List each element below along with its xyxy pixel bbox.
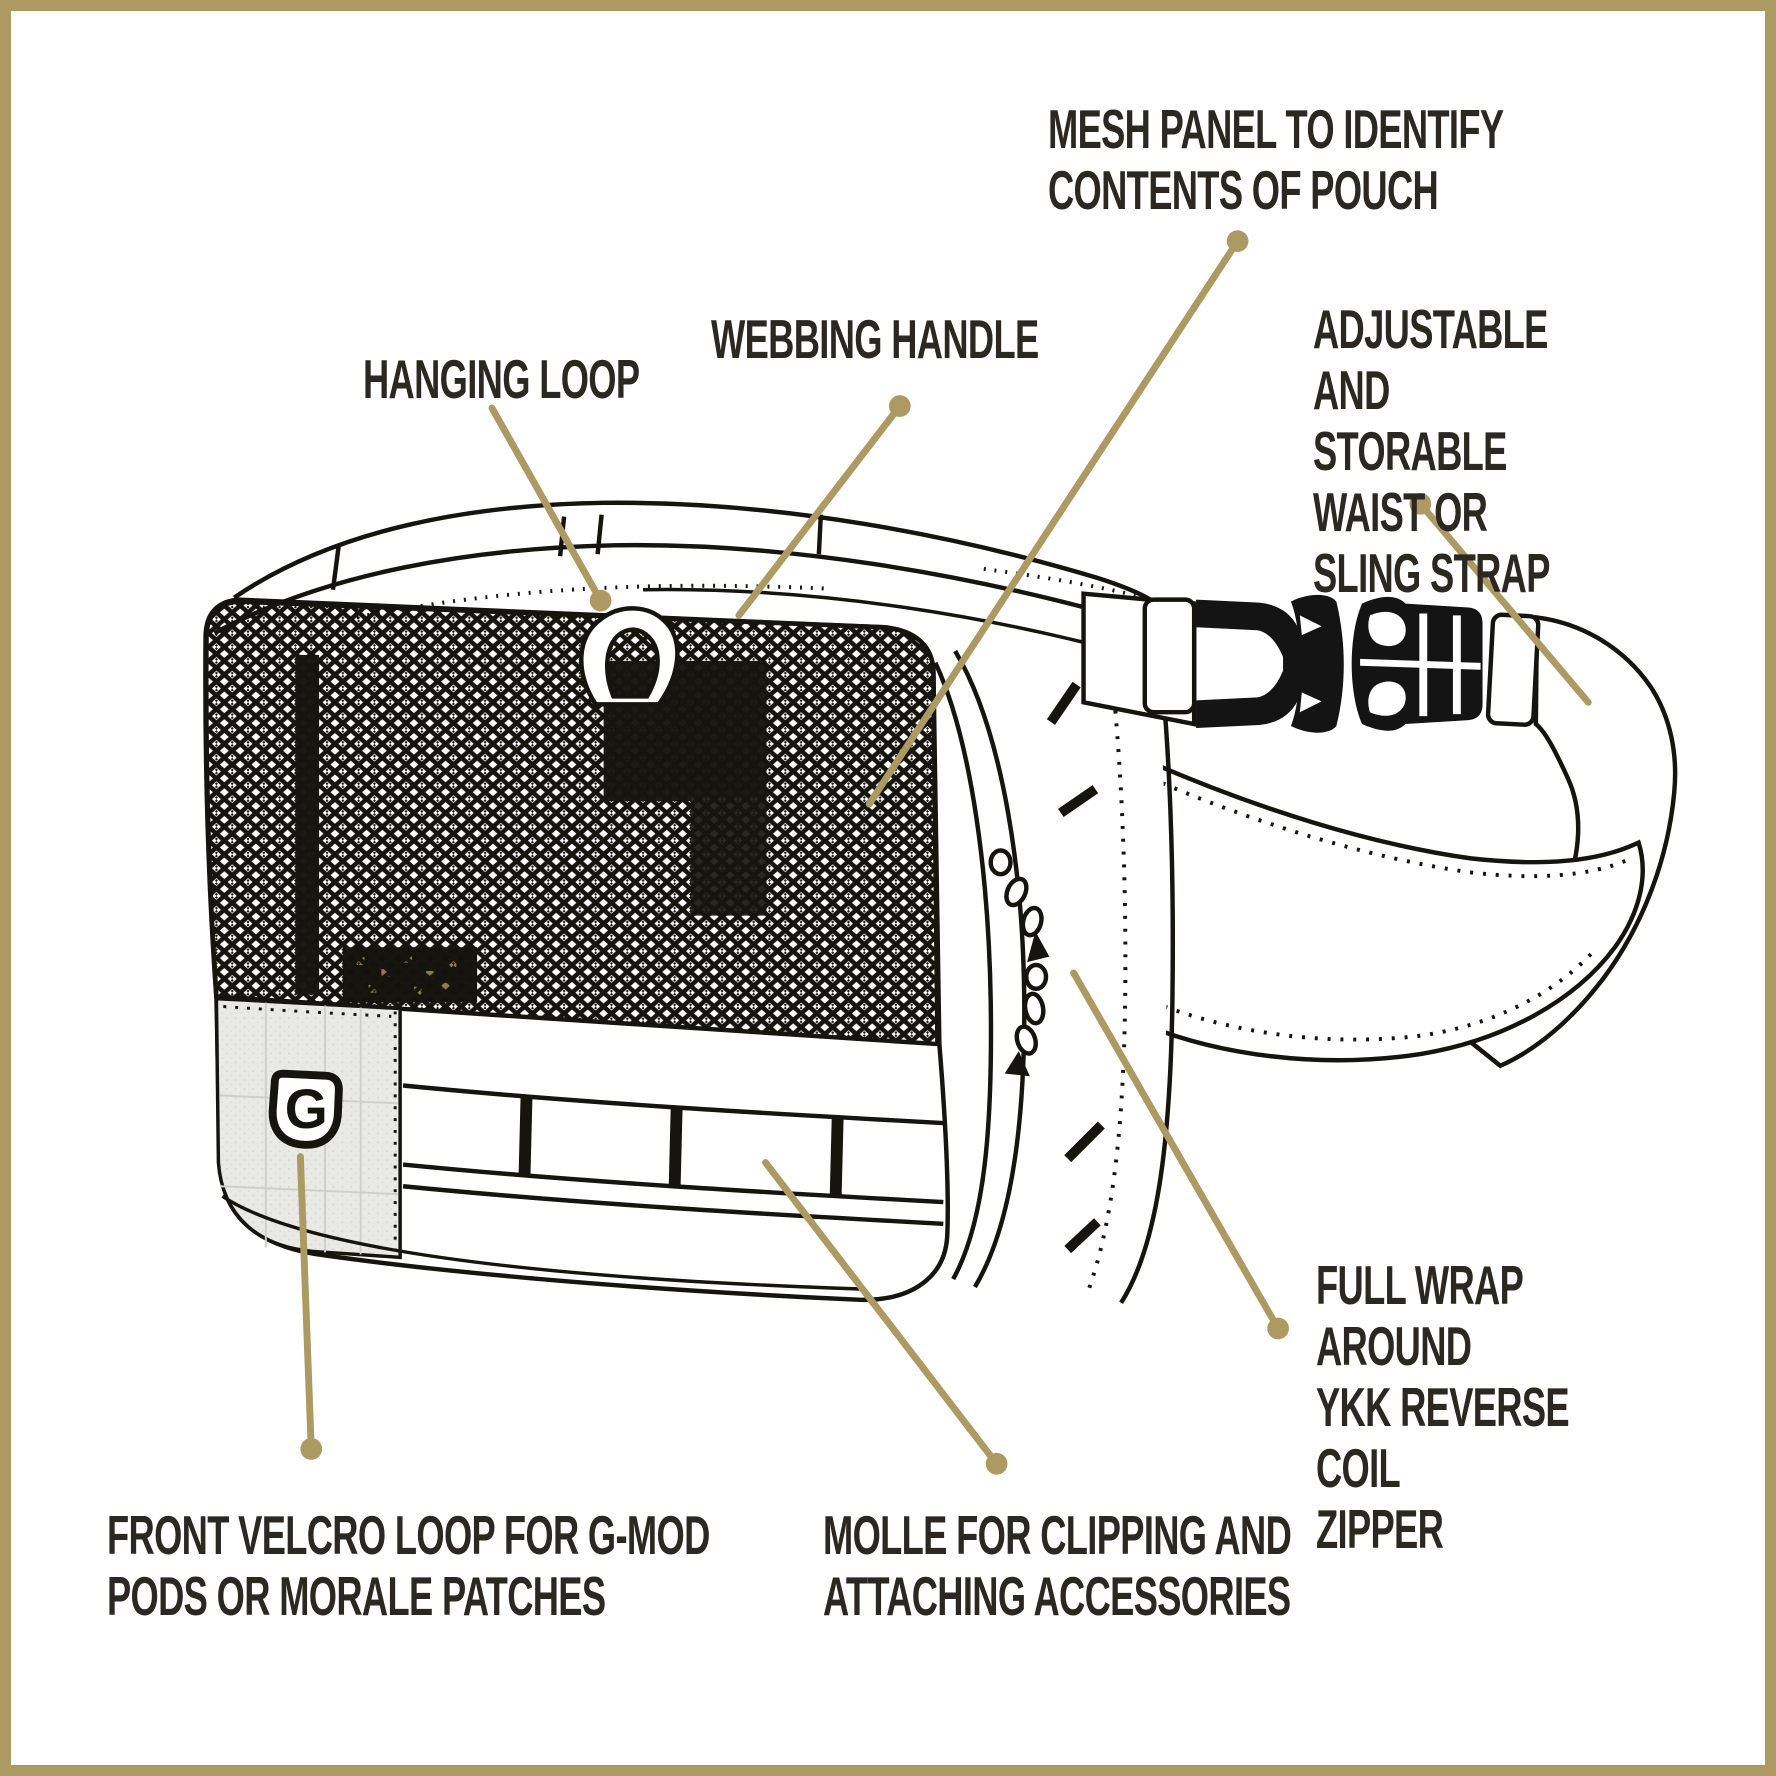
sling-strap	[1146, 614, 1678, 1069]
hip-pad	[1146, 758, 1645, 1063]
buckle-assembly	[1081, 591, 1541, 733]
callout-strap: ADJUSTABLE AND STORABLE WAIST OR SLING S…	[1313, 298, 1550, 604]
leader-lines	[296, 230, 1592, 1475]
zipper-pulls	[988, 848, 1050, 1077]
g-logo: G	[268, 1069, 343, 1149]
callout-velcro: FRONT VELCRO LOOP FOR G-MOD PODS OR MORA…	[107, 1504, 710, 1627]
callout-molle: MOLLE FOR CLIPPING AND ATTACHING ACCESSO…	[823, 1504, 1292, 1627]
webbing-keeper-left	[1142, 597, 1197, 715]
buckle-female	[1351, 596, 1483, 731]
zipper-side-face	[933, 603, 1176, 1304]
zipper-stitching	[1085, 621, 1128, 1294]
leader-molle	[762, 1159, 1008, 1475]
hanging-loop	[579, 606, 680, 707]
leader-hanging-loop	[488, 404, 612, 612]
mesh-panel	[204, 599, 940, 1047]
waist-strap-band	[1437, 614, 1678, 1069]
buckle-male	[1196, 594, 1344, 733]
side-molle-loops	[1046, 681, 1105, 1254]
molle-webbing	[402, 1083, 944, 1227]
side-zipper-face	[935, 603, 1168, 1299]
velcro-panel: G	[214, 996, 402, 1260]
callout-webbing-handle: WEBBING HANDLE	[711, 308, 1039, 370]
pouch-body: G	[203, 500, 1176, 1304]
leader-webbing-handle	[735, 395, 911, 619]
leader-velcro	[296, 1153, 323, 1460]
pouch-illustration: G	[203, 230, 1678, 1475]
callout-hanging-loop: HANGING LOOP	[363, 348, 640, 410]
leader-mesh-panel	[865, 230, 1249, 808]
callout-mesh-panel: MESH PANEL TO IDENTIFY CONTENTS OF POUCH	[1048, 98, 1504, 221]
leader-zipper	[1070, 969, 1289, 1340]
callout-zipper: FULL WRAP AROUND YKK REVERSE COIL ZIPPER	[1316, 1254, 1570, 1560]
leader-strap	[1409, 492, 1592, 706]
g-logo-letter: G	[285, 1078, 328, 1140]
